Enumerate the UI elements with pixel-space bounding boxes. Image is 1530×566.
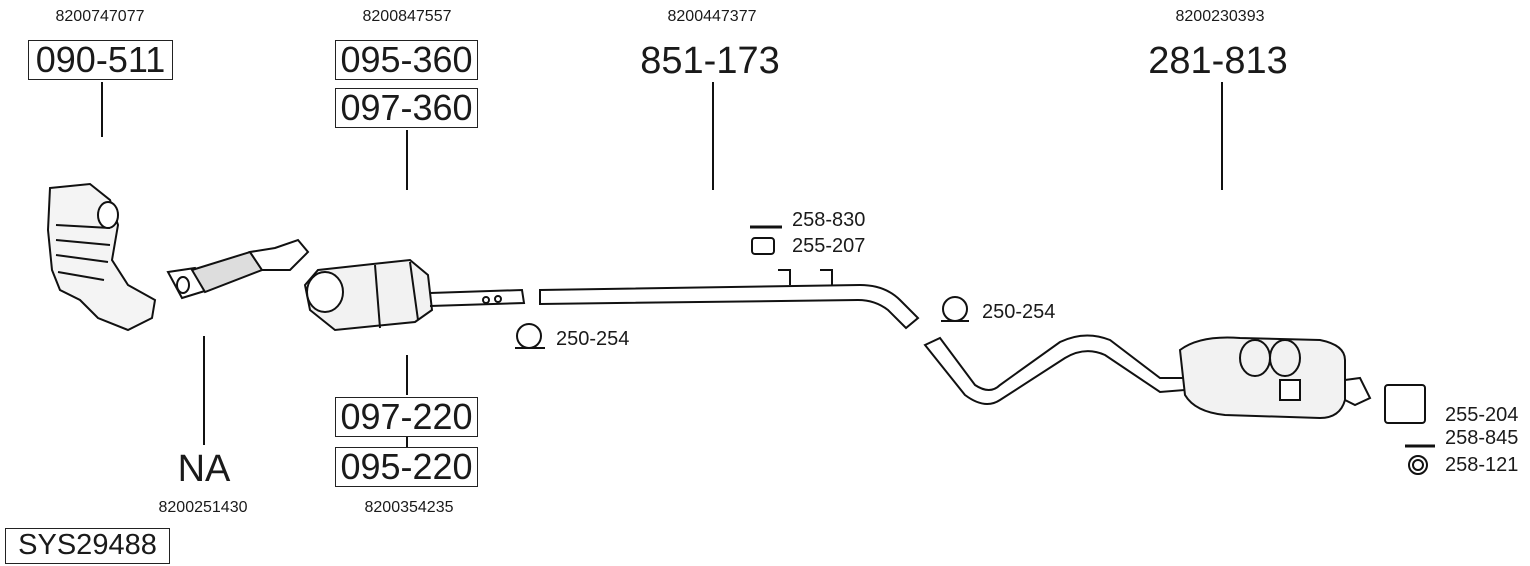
part-number-box[interactable]: 095-360 <box>335 40 478 80</box>
center-pipe-drawing <box>539 269 920 330</box>
oe-number: 8200251430 <box>158 499 248 516</box>
part-number[interactable]: 281-813 <box>1148 40 1288 82</box>
accessory-label[interactable]: 258-845 <box>1445 427 1519 449</box>
accessory-label[interactable]: 255-204 <box>1445 404 1519 426</box>
accessory-label[interactable]: 255-207 <box>792 235 866 257</box>
part-number-box[interactable]: 090-511 <box>28 40 173 80</box>
rear-pipe-silencer-drawing <box>923 334 1372 420</box>
oe-number: 8200354235 <box>364 499 454 516</box>
accessory-label[interactable]: 258-121 <box>1445 454 1519 476</box>
dpf-drawing <box>303 258 526 332</box>
accessory-icons <box>515 225 1435 475</box>
rubber-mount-icon <box>1384 384 1426 424</box>
leader-lines <box>101 82 1223 447</box>
catalytic-manifold-drawing <box>46 182 157 332</box>
part-number-box[interactable]: 095-220 <box>335 447 478 487</box>
rubber-mount-icon <box>751 237 775 255</box>
clamp-icon <box>515 323 545 349</box>
accessory-label[interactable]: 258-830 <box>792 209 866 231</box>
flex-pipe-drawing <box>166 238 310 300</box>
part-number-box[interactable]: 097-360 <box>335 88 478 128</box>
accessory-label[interactable]: 250-254 <box>556 328 630 350</box>
oe-number: 8200847557 <box>362 8 452 25</box>
oe-number: 8200747077 <box>55 8 145 25</box>
part-number-box[interactable]: 097-220 <box>335 397 478 437</box>
oe-number: 8200230393 <box>1175 8 1265 25</box>
accessory-label[interactable]: 250-254 <box>982 301 1056 323</box>
ring-icon <box>1408 455 1428 475</box>
part-number[interactable]: 851-173 <box>640 40 780 82</box>
part-number-na: NA <box>177 448 231 490</box>
oe-number: 8200447377 <box>667 8 757 25</box>
clamp-icon <box>941 296 969 322</box>
system-id-box: SYS29488 <box>5 528 170 564</box>
